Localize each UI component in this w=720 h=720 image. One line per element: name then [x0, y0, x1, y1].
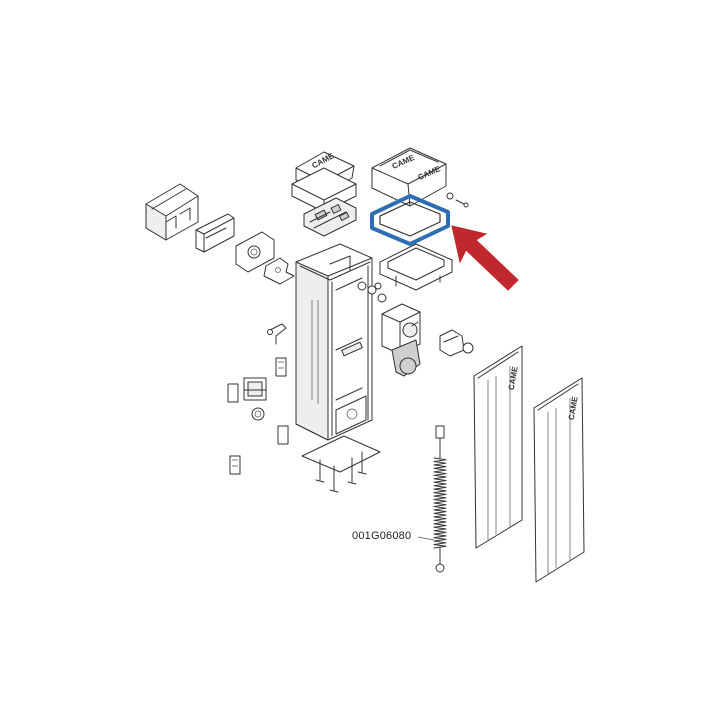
panel-logo-text-rear: CAME [567, 395, 580, 420]
main-cover: CAME CAME [371, 147, 469, 208]
small-terminal [229, 455, 241, 475]
balancing-spring [433, 425, 447, 573]
red-arrow-icon [451, 225, 519, 291]
base-plate [301, 435, 381, 493]
part-leader-line [417, 536, 435, 541]
release-lever [267, 323, 287, 345]
end-cap-housing [145, 183, 199, 241]
support-frame [379, 243, 453, 291]
small-bracket [263, 257, 295, 285]
transformer [243, 377, 267, 401]
fuse-holder [227, 383, 239, 403]
spring-part-number: 001G06080 [352, 530, 412, 542]
control-board [303, 197, 357, 237]
limit-switch-bracket [439, 329, 474, 357]
terminal-block [277, 425, 289, 445]
highlighted-gasket [370, 194, 450, 246]
cover-panel-rear: CAME [533, 377, 585, 583]
gear-motor [381, 303, 421, 377]
mounting-bracket [195, 213, 235, 253]
gasket-plate [235, 231, 275, 273]
cover-panel-front: CAME [473, 345, 523, 549]
cabinet [295, 243, 373, 441]
connector-block [275, 357, 287, 377]
capacitor [251, 407, 265, 421]
panel-logo-text: CAME [507, 365, 520, 390]
bolt-hardware [357, 281, 387, 303]
